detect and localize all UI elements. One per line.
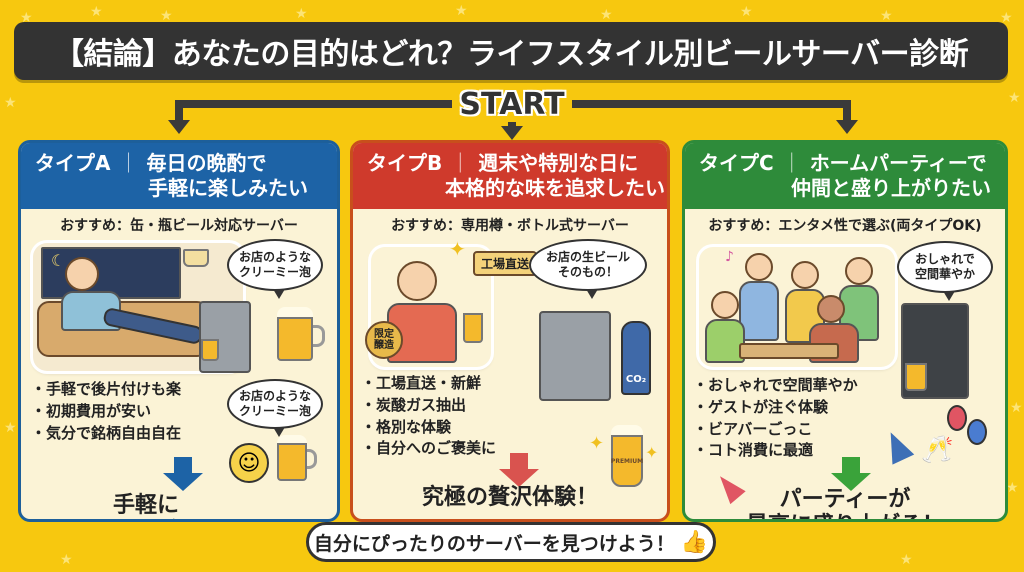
speech-bubble-creamy-foam: お店のような クリーミー泡 [227, 239, 323, 299]
arrow-to-type-a-icon [168, 120, 190, 134]
benefit-item: 格別な体験 [361, 417, 496, 439]
type-b-result-line1: 究極の贅沢体験！ [421, 485, 598, 510]
person-head-icon [845, 257, 873, 285]
blue-balloon-icon [967, 419, 987, 445]
music-note-icon: ♪ [725, 249, 734, 265]
speech-bubble-stylish: おしゃれで 空間華やか [897, 241, 993, 301]
co2-label: CO₂ [625, 374, 647, 385]
person-head-icon [745, 253, 773, 281]
start-label-box: START [452, 86, 572, 122]
sparkle-icon: ✦ [645, 443, 659, 462]
person-head-icon [711, 291, 739, 319]
separator: ｜ [781, 151, 802, 175]
benefit-item: 気分で銘柄自由自在 [31, 423, 181, 445]
type-c-heading-line2: 仲間と盛り上がりたい [791, 176, 991, 200]
benefit-item: 自分へのご褒美に [361, 438, 496, 460]
down-arrow-red-icon [499, 453, 539, 487]
type-c-result-line2: 最高に盛り上がる！ [685, 513, 1005, 519]
co2-cylinder-icon: CO₂ [621, 321, 651, 395]
small-glass-icon [201, 339, 219, 361]
down-arrow-blue-icon [163, 457, 203, 491]
can-beer-server-icon [199, 301, 251, 373]
benefit-item: 工場直送・新鮮 [361, 373, 496, 395]
moon-icon: ☾ [51, 251, 66, 270]
type-b-heading-line1: 週末や特別な日に [478, 151, 639, 175]
type-c-heading-line1: ホームパーティーで [809, 151, 987, 175]
type-a-result-line1: 手軽に [112, 493, 179, 518]
type-b-heading-line2: 本格的な味を追求したい [445, 176, 665, 200]
lamp-icon [183, 249, 209, 267]
benefit-item: 炭酸ガス抽出 [361, 395, 496, 417]
start-label: START [459, 86, 565, 122]
panel-a-heading: タイプA ｜ 毎日の晩酌で 手軽に楽しみたい [21, 143, 337, 209]
page-title-bar: 【結論】あなたの目的はどれ？ライフスタイル別ビールサーバー診断 [14, 22, 1008, 80]
panel-c-heading: タイプC ｜ ホームパーティーで 仲間と盛り上がりたい [685, 143, 1005, 209]
type-a-heading-line1: 毎日の晩酌で [146, 151, 267, 175]
friends-party-illustration [699, 247, 895, 367]
panel-b-heading: タイプB ｜ 週末や特別な日に 本格的な味を追求したい [353, 143, 667, 209]
man-head-icon [65, 257, 99, 291]
type-b-result: 究極の贅沢体験！ [353, 485, 667, 511]
type-c-recommendation: おすすめ：エンタメ性で選ぶ(両タイプOK) [708, 218, 982, 234]
panel-type-b: タイプB ｜ 週末や特別な日に 本格的な味を追求したい おすすめ：専用樽・ボトル… [350, 140, 670, 522]
type-a-result: 手軽に ビアホール気分！ [21, 493, 271, 522]
benefit-item: ゲストが注ぐ体験 [693, 397, 858, 419]
type-b-benefits-list: 工場直送・新鮮 炭酸ガス抽出 格別な体験 自分へのご褒美に [361, 373, 496, 460]
night-window-icon: ☾ [41, 247, 181, 299]
type-a-result-line2: ビアホール気分！ [21, 519, 271, 522]
beer-glass-icon [463, 313, 483, 343]
beer-glass-icon [905, 363, 927, 391]
type-a-benefits-list: 手軽で後片付けも楽 初期費用が安い 気分で銘柄自由自在 [31, 379, 181, 444]
champagne-toast-icon: 🥂 [921, 435, 954, 465]
benefit-item: コト消費に最適 [693, 440, 858, 462]
type-a-heading-line2: 手軽に楽しみたい [148, 176, 308, 200]
benefit-item: おしゃれで空間華やか [693, 375, 858, 397]
type-a-recommendation: おすすめ：缶・瓶ビール対応サーバー [60, 218, 298, 234]
person-body-icon [705, 319, 745, 363]
man-on-sofa-illustration: ☾ [33, 243, 243, 371]
panel-type-a: タイプA ｜ 毎日の晩酌で 手軽に楽しみたい おすすめ：缶・瓶ビール対応サーバー… [18, 140, 340, 522]
type-c-result-line1: パーティーが [779, 487, 911, 512]
factory-direct-sign: 工場直送 [473, 251, 538, 276]
separator: ｜ [118, 151, 139, 175]
sparkle-icon: ✦ [589, 433, 605, 454]
person-head-icon [817, 295, 845, 323]
black-beer-server-icon [901, 303, 969, 399]
keg-beer-server-icon [539, 311, 611, 401]
panel-type-c: タイプC ｜ ホームパーティーで 仲間と盛り上がりたい おすすめ：エンタメ性で選… [682, 140, 1008, 522]
red-balloon-icon [947, 405, 967, 431]
party-hat-icon [879, 427, 915, 465]
footer-cta: 自分にぴったりのサーバーを見つけよう！ 👍 [306, 522, 716, 562]
glass-label: PREMIUM [610, 457, 644, 465]
thumbs-up-icon: 👍 [680, 529, 709, 555]
arrow-to-type-c-icon [836, 120, 858, 134]
person-body-icon [739, 281, 779, 341]
footer-cta-text: 自分にぴったりのサーバーを見つけよう！ [313, 532, 675, 555]
benefit-item: ビアバーごっこ [693, 419, 858, 441]
speech-bubble-creamy-foam-2: お店のような クリーミー泡 [227, 379, 323, 437]
down-arrow-green-icon [831, 457, 871, 491]
type-c-benefits-list: おしゃれで空間華やか ゲストが注ぐ体験 ビアバーごっこ コト消費に最適 [693, 375, 858, 462]
sparkle-icon: ✦ [449, 237, 466, 261]
benefit-item: 手軽で後片付けも楽 [31, 379, 181, 401]
type-c-label: タイプC [699, 151, 774, 175]
type-a-label: タイプA [35, 151, 111, 175]
limited-brew-badge: 限定 醸造 [365, 321, 403, 359]
man-head-icon [397, 261, 437, 301]
type-b-recommendation: おすすめ：専用樽・ボトル式サーバー [391, 218, 629, 234]
smiley-face-icon: ☺ [229, 443, 269, 483]
person-head-icon [791, 261, 819, 289]
separator: ｜ [450, 151, 471, 175]
table-icon [739, 343, 839, 359]
type-b-label: タイプB [367, 151, 443, 175]
type-c-result: パーティーが 最高に盛り上がる！ [685, 487, 1005, 519]
benefit-item: 初期費用が安い [31, 401, 181, 423]
page-title: 【結論】あなたの目的はどれ？ライフスタイル別ビールサーバー診断 [53, 37, 969, 72]
arrow-to-type-b-icon [501, 126, 523, 140]
speech-bubble-draft-beer: お店の生ビール そのもの！ [529, 239, 647, 299]
